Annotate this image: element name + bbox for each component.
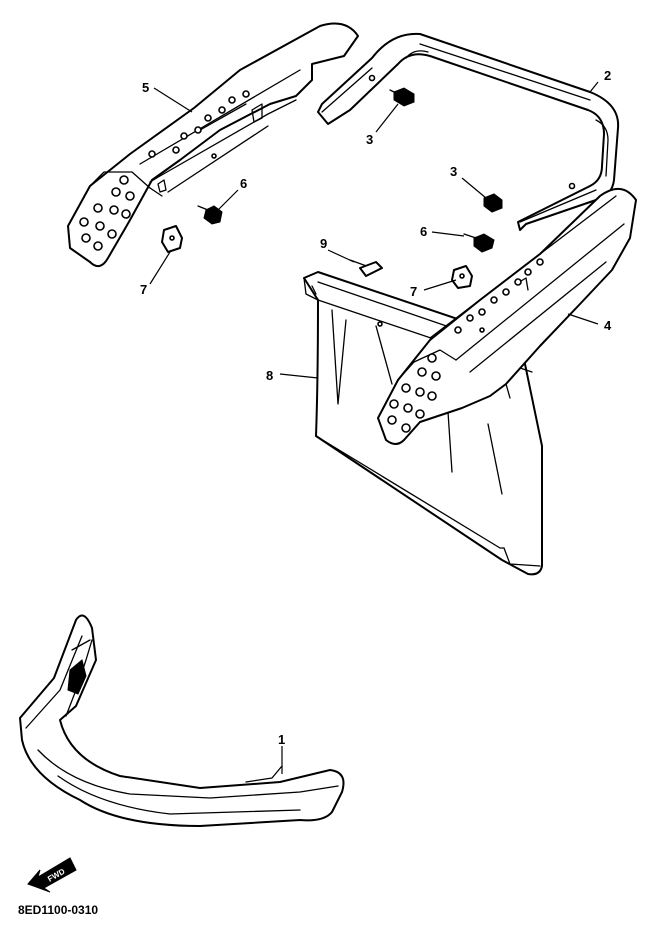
callout-3-lower: 3: [450, 164, 457, 179]
rivet-part-9: [349, 259, 383, 277]
bolt-part-3-upper: [389, 87, 415, 107]
callout-4: 4: [604, 318, 612, 333]
callout-6-left: 6: [240, 176, 247, 191]
leader-8: [279, 373, 319, 379]
leader-6a: [217, 189, 239, 211]
bolt-part-3-lower: [483, 193, 503, 213]
leader-4: [567, 313, 599, 325]
callout-2: 2: [604, 68, 611, 83]
callout-9: 9: [320, 236, 327, 251]
callout-1: 1: [278, 732, 285, 747]
clip-part-7-left: [161, 225, 183, 253]
leader-3a: [375, 103, 399, 133]
right-side-cover-part: [377, 188, 637, 445]
forward-direction-arrow: FWD: [27, 857, 77, 893]
diagram-code: 8ED1100-0310: [18, 903, 98, 917]
leader-3b: [461, 177, 487, 199]
callout-8: 8: [266, 368, 273, 383]
clip-part-7-right: [451, 265, 473, 289]
leader-7b: [423, 279, 457, 291]
callout-5: 5: [142, 80, 149, 95]
callout-6-right: 6: [420, 224, 427, 239]
bolt-part-6-left: [197, 205, 223, 225]
leader-6b: [431, 231, 465, 237]
leader-lines: [149, 81, 599, 774]
bolt-part-6-right: [463, 233, 495, 253]
left-side-cover-part: [67, 22, 359, 268]
grab-bar-part: [317, 32, 620, 231]
callout-7-left: 7: [140, 282, 147, 297]
leader-5: [153, 87, 193, 113]
front-bumper-part: [19, 614, 345, 827]
leader-7a: [149, 251, 171, 285]
callout-7-right: 7: [410, 284, 417, 299]
leader-9: [327, 249, 355, 263]
leader-2: [589, 81, 599, 93]
callout-3-upper: 3: [366, 132, 373, 147]
